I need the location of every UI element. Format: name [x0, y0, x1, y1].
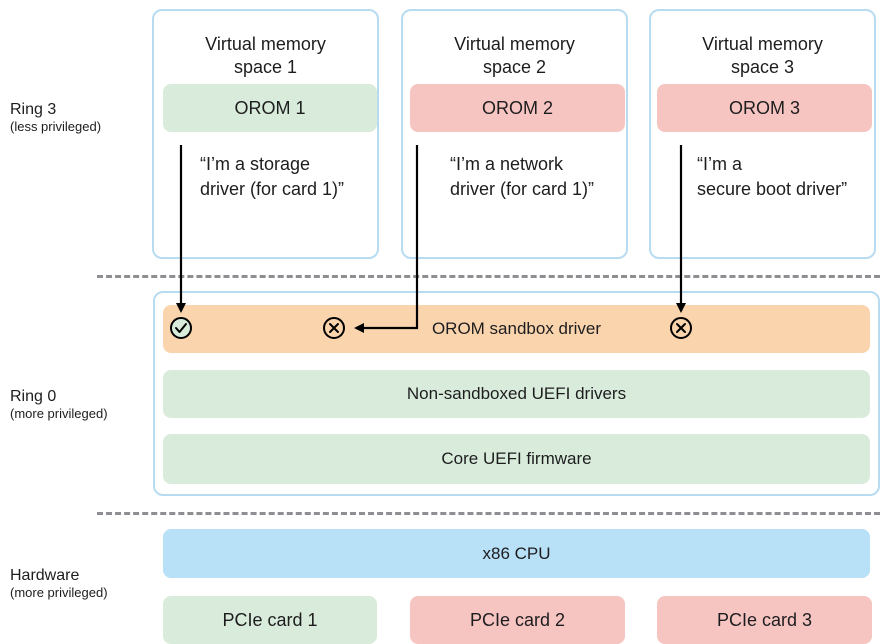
orom-2-box: OROM 2 [410, 84, 625, 132]
orom-3-claim: “I’m a secure boot driver” [697, 154, 848, 199]
ring3-label: Ring 3 (less privileged) [10, 100, 101, 135]
hardware-note: (more privileged) [10, 585, 108, 600]
orom-2-claim: “I’m a network driver (for card 1)” [450, 154, 595, 199]
vm-space-title: Virtual memory space 2 [454, 34, 575, 77]
check-circle-icon [170, 317, 192, 339]
pcie-card-3: PCIe card 3 [657, 596, 872, 644]
ring0-note: (more privileged) [10, 406, 108, 421]
pcie-card-1: PCIe card 1 [163, 596, 377, 644]
orom-1-box: OROM 1 [163, 84, 377, 132]
vm-space-1: Virtual memory space 1 [152, 9, 379, 259]
orom-1-claim: “I’m a storage driver (for card 1)” [200, 154, 345, 199]
non-sandboxed-label: Non-sandboxed UEFI drivers [406, 384, 627, 403]
pcie-card-3-label: PCIe card 3 [716, 609, 813, 630]
core-uefi-firmware: Core UEFI firmware [163, 434, 870, 484]
ring0-container [153, 291, 880, 496]
orom-sandbox-driver-label: OROM sandbox driver [431, 319, 602, 338]
vm-space-title: Virtual memory space 1 [205, 34, 326, 77]
vm-space-title: Virtual memory space 3 [702, 34, 823, 77]
hardware-name: Hardware [10, 567, 80, 584]
ring0-label: Ring 0 (more privileged) [10, 387, 108, 422]
core-uefi-label: Core UEFI firmware [441, 449, 592, 468]
vm-space-2: Virtual memory space 2 [401, 9, 628, 259]
x86-cpu: x86 CPU [163, 529, 870, 578]
orom-1-label: OROM 1 [234, 97, 306, 118]
vm-space-3: Virtual memory space 3 [649, 9, 876, 259]
orom-sandbox-driver: OROM sandbox driver [163, 305, 870, 353]
orom-3-label: OROM 3 [728, 97, 800, 118]
x86-cpu-label: x86 CPU [482, 543, 551, 563]
pcie-card-2: PCIe card 2 [410, 596, 625, 644]
arrow-orom-2 [354, 145, 419, 333]
x-circle-icon [323, 317, 345, 339]
pcie-card-1-label: PCIe card 1 [222, 609, 318, 630]
x-circle-icon [670, 317, 692, 339]
ring0-name: Ring 0 [10, 388, 57, 405]
ring3-name: Ring 3 [10, 101, 57, 118]
ring-divider-0-hw [97, 512, 880, 515]
ring-divider-3-0 [97, 275, 880, 278]
orom-3-box: OROM 3 [657, 84, 872, 132]
ring3-note: (less privileged) [10, 119, 102, 134]
pcie-card-2-label: PCIe card 2 [469, 609, 566, 630]
orom-2-label: OROM 2 [481, 97, 553, 118]
non-sandboxed-uefi-drivers: Non-sandboxed UEFI drivers [163, 370, 870, 418]
hardware-label: Hardware (more privileged) [10, 566, 108, 601]
